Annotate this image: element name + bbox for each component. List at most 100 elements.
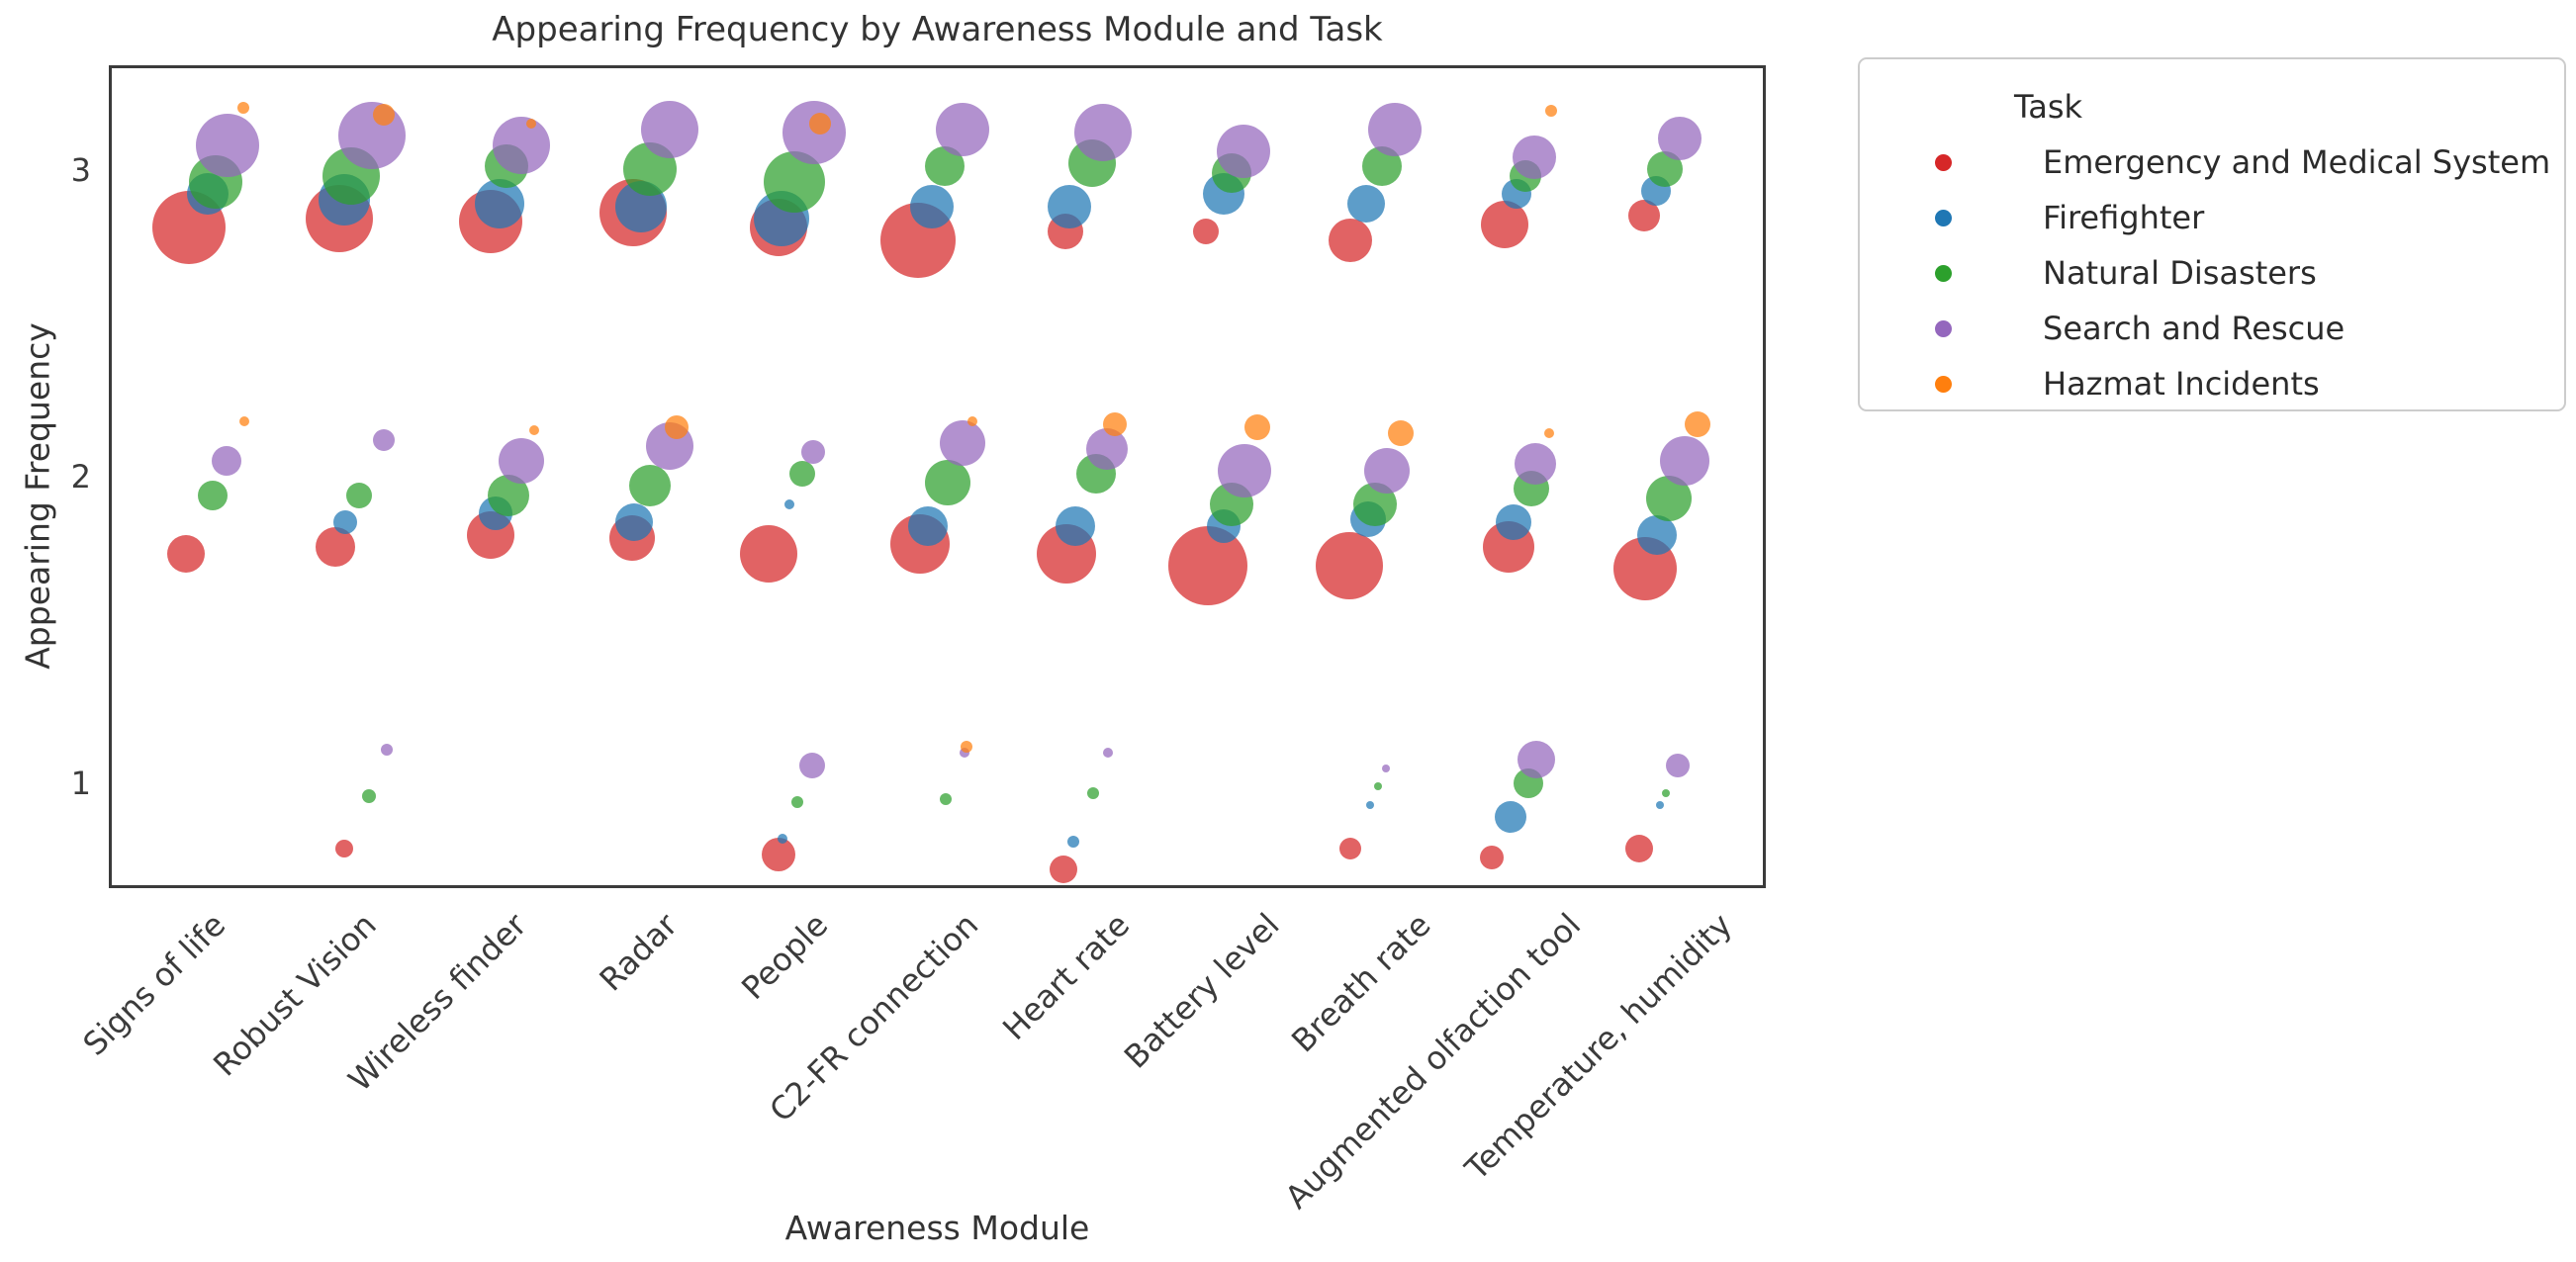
bubble-search-and-rescue xyxy=(1073,104,1132,162)
bubble-natural-disasters xyxy=(939,792,952,805)
legend-title: Task xyxy=(2014,88,2083,126)
bubble-hazmat-incidents xyxy=(664,415,689,440)
bubble-search-and-rescue xyxy=(498,438,544,485)
y-axis-label: Appearing Frequency xyxy=(18,322,57,670)
bubble-emergency-and-medical-system xyxy=(167,534,206,573)
x-tick-label: Heart rate xyxy=(994,906,1137,1048)
legend-item-label: Natural Disasters xyxy=(2043,254,2317,292)
bubble-emergency-and-medical-system xyxy=(1049,856,1077,884)
bubble-search-and-rescue xyxy=(1085,427,1128,470)
x-tick-label: Battery level xyxy=(1117,906,1287,1076)
bubble-firefighter xyxy=(1366,801,1375,810)
bubble-firefighter xyxy=(909,184,954,228)
bubble-natural-disasters xyxy=(791,795,804,808)
bubble-hazmat-incidents xyxy=(239,416,250,426)
bubble-search-and-rescue xyxy=(338,102,407,170)
legend-item-label: Search and Rescue xyxy=(2043,310,2346,347)
chart-title: Appearing Frequency by Awareness Module … xyxy=(492,10,1383,49)
bubble-hazmat-incidents xyxy=(528,425,539,436)
bubble-natural-disasters xyxy=(789,460,816,487)
bubble-search-and-rescue xyxy=(1517,740,1555,778)
bubble-search-and-rescue xyxy=(1102,748,1113,759)
bubble-natural-disasters xyxy=(198,480,229,510)
bubble-search-and-rescue xyxy=(935,103,989,157)
bubble-search-and-rescue xyxy=(801,440,826,465)
x-axis-label: Awareness Module xyxy=(784,1209,1090,1247)
bubble-natural-disasters xyxy=(628,465,671,507)
legend-swatch-icon xyxy=(1935,319,1952,337)
bubble-hazmat-incidents xyxy=(237,102,250,115)
bubble-search-and-rescue xyxy=(1218,443,1272,497)
bubble-search-and-rescue xyxy=(1368,103,1423,157)
bubble-search-and-rescue xyxy=(1382,764,1391,772)
bubble-search-and-rescue xyxy=(799,752,826,778)
bubble-firefighter xyxy=(1055,505,1095,546)
y-tick-label: 1 xyxy=(70,765,91,803)
bubble-hazmat-incidents xyxy=(1102,412,1127,437)
legend-item: Search and Rescue xyxy=(1905,301,2564,356)
bubble-search-and-rescue xyxy=(1659,436,1709,487)
bubble-hazmat-incidents xyxy=(1543,428,1554,439)
bubble-natural-disasters xyxy=(1374,782,1383,791)
bubble-search-and-rescue xyxy=(196,113,260,177)
bubble-emergency-and-medical-system xyxy=(1329,218,1373,262)
bubble-natural-disasters xyxy=(1661,788,1670,797)
bubble-emergency-and-medical-system xyxy=(316,527,356,568)
bubble-hazmat-incidents xyxy=(525,118,536,129)
bubble-search-and-rescue xyxy=(373,428,396,451)
bubble-firefighter xyxy=(1636,514,1677,555)
legend-item-label: Emergency and Medical System xyxy=(2043,143,2551,181)
bubble-hazmat-incidents xyxy=(1244,414,1271,441)
bubble-search-and-rescue xyxy=(1512,135,1556,180)
bubble-firefighter xyxy=(1347,184,1386,223)
bubble-emergency-and-medical-system xyxy=(762,837,796,871)
bubble-natural-disasters xyxy=(1086,786,1099,799)
bubble-hazmat-incidents xyxy=(960,741,972,754)
bubble-firefighter xyxy=(1047,184,1091,228)
bubble-hazmat-incidents xyxy=(809,112,832,135)
legend-item: Emergency and Medical System xyxy=(1905,135,2564,190)
bubble-emergency-and-medical-system xyxy=(1193,218,1220,244)
bubble-firefighter xyxy=(1655,801,1664,810)
bubble-emergency-and-medical-system xyxy=(335,839,354,857)
bubble-emergency-and-medical-system xyxy=(1339,837,1362,859)
bubble-search-and-rescue xyxy=(1364,447,1411,494)
x-tick-label: People xyxy=(734,906,836,1008)
bubble-hazmat-incidents xyxy=(1544,105,1557,118)
bubble-search-and-rescue xyxy=(212,446,242,477)
y-tick-label: 2 xyxy=(70,458,91,496)
bubble-firefighter xyxy=(333,510,358,535)
bubble-firefighter xyxy=(1495,504,1531,541)
plot-area xyxy=(109,65,1766,888)
bubble-search-and-rescue xyxy=(1217,124,1271,178)
bubble-search-and-rescue xyxy=(381,744,394,757)
bubble-emergency-and-medical-system xyxy=(1168,525,1248,605)
legend-swatch-icon xyxy=(1935,209,1952,226)
legend-item: Natural Disasters xyxy=(1905,245,2564,301)
bubble-search-and-rescue xyxy=(959,748,969,759)
bubble-emergency-and-medical-system xyxy=(1479,845,1504,869)
bubble-emergency-and-medical-system xyxy=(1316,531,1384,599)
bubble-emergency-and-medical-system xyxy=(1480,201,1528,249)
bubble-search-and-rescue xyxy=(1514,443,1556,486)
x-tick-label: Breath rate xyxy=(1283,906,1438,1060)
legend-swatch-icon xyxy=(1935,264,1952,282)
bubble-emergency-and-medical-system xyxy=(1624,834,1653,862)
bubble-firefighter xyxy=(907,505,948,546)
legend-item-label: Hazmat Incidents xyxy=(2043,365,2320,403)
bubble-search-and-rescue xyxy=(1657,117,1702,161)
x-tick-label: Signs of life xyxy=(75,906,232,1063)
bubble-firefighter xyxy=(614,503,653,542)
bubble-hazmat-incidents xyxy=(966,416,977,426)
bubble-hazmat-incidents xyxy=(1684,411,1710,438)
bubble-natural-disasters xyxy=(362,788,377,803)
x-tick-label: Augmented olfaction tool xyxy=(1277,906,1589,1217)
bubble-emergency-and-medical-system xyxy=(740,524,798,583)
bubble-firefighter xyxy=(778,834,788,845)
legend-swatch-icon xyxy=(1935,153,1952,171)
x-tick-label: Temperature, humidity xyxy=(1457,906,1739,1188)
bubble-search-and-rescue xyxy=(492,116,550,174)
bubble-natural-disasters xyxy=(924,460,970,506)
